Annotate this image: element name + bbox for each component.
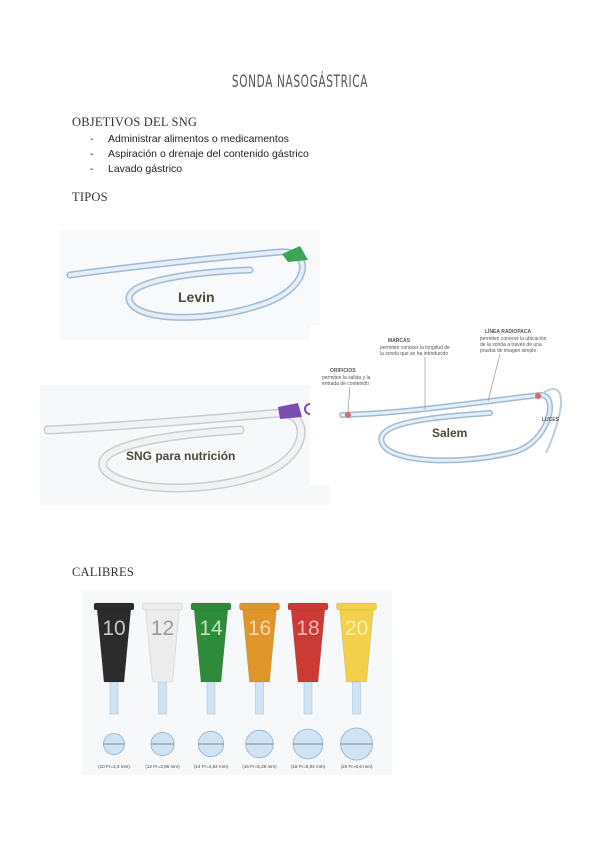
leader-line (487, 353, 501, 402)
caliber-number: 16 (248, 617, 271, 640)
annotation-marcas-line: permiten conocer la longitud de (380, 345, 450, 351)
list-item: Lavado gástrico (90, 162, 309, 177)
annotation-marcas-line: la sonda que se ha introducido (380, 351, 448, 357)
calibers-heading: CALIBRES (72, 565, 135, 579)
types-heading: TIPOS (72, 190, 108, 204)
levin-tube (68, 249, 305, 320)
salem-tube (340, 393, 552, 462)
orificio-marker-icon (345, 412, 351, 418)
caliber-number: 10 (102, 617, 125, 640)
caliber-measure: (12 Fr=3,96 mm) (145, 764, 180, 769)
objectives-heading: OBJETIVOS DEL SNG (72, 115, 198, 129)
caliber-connector-rim (336, 602, 377, 611)
annotation-linea-line: prueba de imagen simple (480, 348, 536, 354)
calibers-illustration: 10 (10 Fr=3,3 mm) 12 (12 Fr=3,96 mm) 14 (14 F… (82, 590, 392, 775)
caliber-connector-rim (287, 602, 329, 611)
luces-marker-icon (535, 393, 541, 399)
caliber-connector-rim (190, 602, 232, 611)
leader-line (347, 386, 351, 413)
salem-annotations: ORIFICIOS permiten la salida y la entrad… (322, 327, 560, 423)
nutrition-label: SNG para nutrición (126, 449, 235, 463)
caliber-number: 14 (199, 617, 223, 640)
caliber-measure: (20 Fr=6,6 mm) (341, 764, 373, 769)
annotation-orificios-line: permiten la salida y la (322, 375, 371, 381)
salem-tube-illustration: ORIFICIOS permiten la salida y la entrad… (310, 325, 575, 485)
page-title: SONDA NASOGÁSTRICA (231, 72, 369, 92)
annotation-orificios-line: entrada de contenido (322, 381, 369, 387)
caliber-number: 18 (296, 617, 319, 640)
annotation-marcas-title: MARCAS (388, 338, 411, 344)
green-connector-icon (282, 246, 308, 262)
purple-connector-icon (278, 403, 302, 419)
annotation-luces-title: LUCES (542, 417, 560, 423)
list-item: Administrar alimentos o medicamentos (90, 132, 309, 147)
levin-tube-illustration: Levin (60, 230, 320, 340)
caliber-number: 20 (345, 617, 368, 640)
caliber-connector-rim (93, 602, 135, 611)
list-item: Aspiración o drenaje del contenido gástr… (90, 147, 309, 162)
caliber-measure: (14 Fr=4,62 mm) (194, 764, 229, 769)
annotation-linea-line: permiten conocer la ubicación (480, 336, 547, 342)
levin-label: Levin (178, 289, 215, 305)
caliber-measure: (16 Fr=5,28 mm) (242, 764, 277, 769)
annotation-linea-title: LÍNEA RADIOPACA (485, 327, 532, 335)
nutrition-tube (45, 409, 305, 491)
salem-vent-tube (539, 388, 562, 454)
caliber-measure: (10 Fr=3,3 mm) (98, 764, 130, 769)
caliber-measure: (18 Fr=5,94 mm) (291, 764, 326, 769)
annotation-orificios-title: ORIFICIOS (330, 368, 356, 374)
salem-label: Salem (432, 426, 467, 440)
nutrition-tube-illustration: SNG para nutrición (40, 385, 330, 505)
caliber-connector-rim (142, 602, 183, 611)
annotation-linea-line: de la sonda a través de una (480, 342, 542, 348)
objectives-list: Administrar alimentos o medicamentos Asp… (90, 132, 309, 177)
caliber-number: 12 (151, 617, 174, 640)
caliber-connector-rim (239, 602, 280, 611)
